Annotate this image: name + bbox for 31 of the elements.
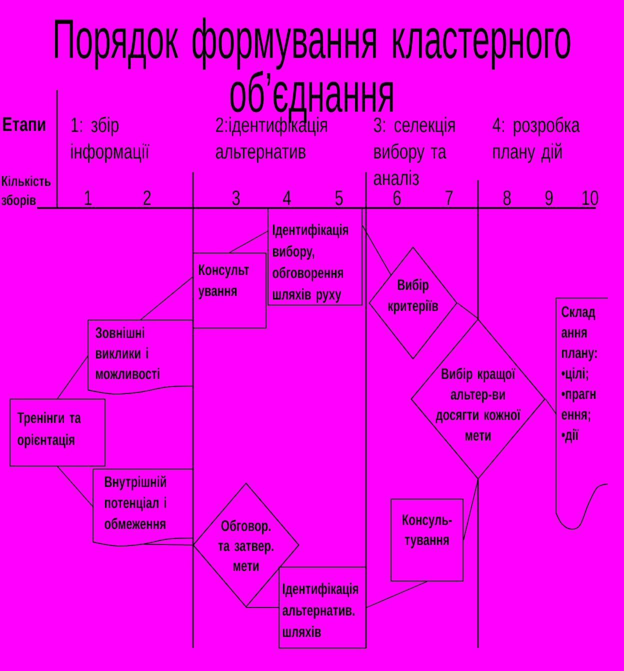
column-number: 6 [393, 190, 401, 206]
connector-line [246, 607, 279, 608]
row-heading: Етапи [3, 117, 46, 132]
column-number: 9 [545, 190, 553, 206]
stage-heading: 4: розробка плану дій [492, 116, 580, 163]
connector-line [463, 479, 478, 540]
connector-line [140, 276, 193, 320]
column-number: 7 [445, 190, 453, 205]
process-box: Тренінги та орієнтація [10, 398, 106, 466]
connector-line [362, 225, 392, 276]
connector-line [142, 544, 193, 546]
column-number: 2 [143, 190, 151, 205]
process-box: Консуль-тування [390, 498, 464, 582]
process-box: Ідентифікація альтернатив. шляхів [278, 566, 366, 648]
document-shape: Внутрішній потенціал і обмеження [92, 468, 194, 547]
connector-line [366, 581, 428, 608]
connector-line [229, 230, 268, 253]
connector-line [57, 466, 94, 507]
connector-line [457, 302, 478, 319]
row-heading: Кількість зборів [1, 176, 51, 208]
connector-line [57, 356, 88, 399]
column-number: 1 [84, 190, 92, 205]
column-number: 5 [335, 190, 343, 206]
connector-line [545, 398, 556, 414]
column-number: 8 [503, 190, 511, 206]
document-shape: Зовнішні виклики і можливості [88, 320, 194, 395]
column-number: 10 [582, 190, 598, 206]
column-number: 4 [282, 190, 291, 205]
process-box: Ідентифікація вибору, обговорення шляхів руху [268, 208, 362, 306]
column-number: 3 [232, 190, 240, 206]
process-box: Консульт ування [192, 252, 266, 328]
